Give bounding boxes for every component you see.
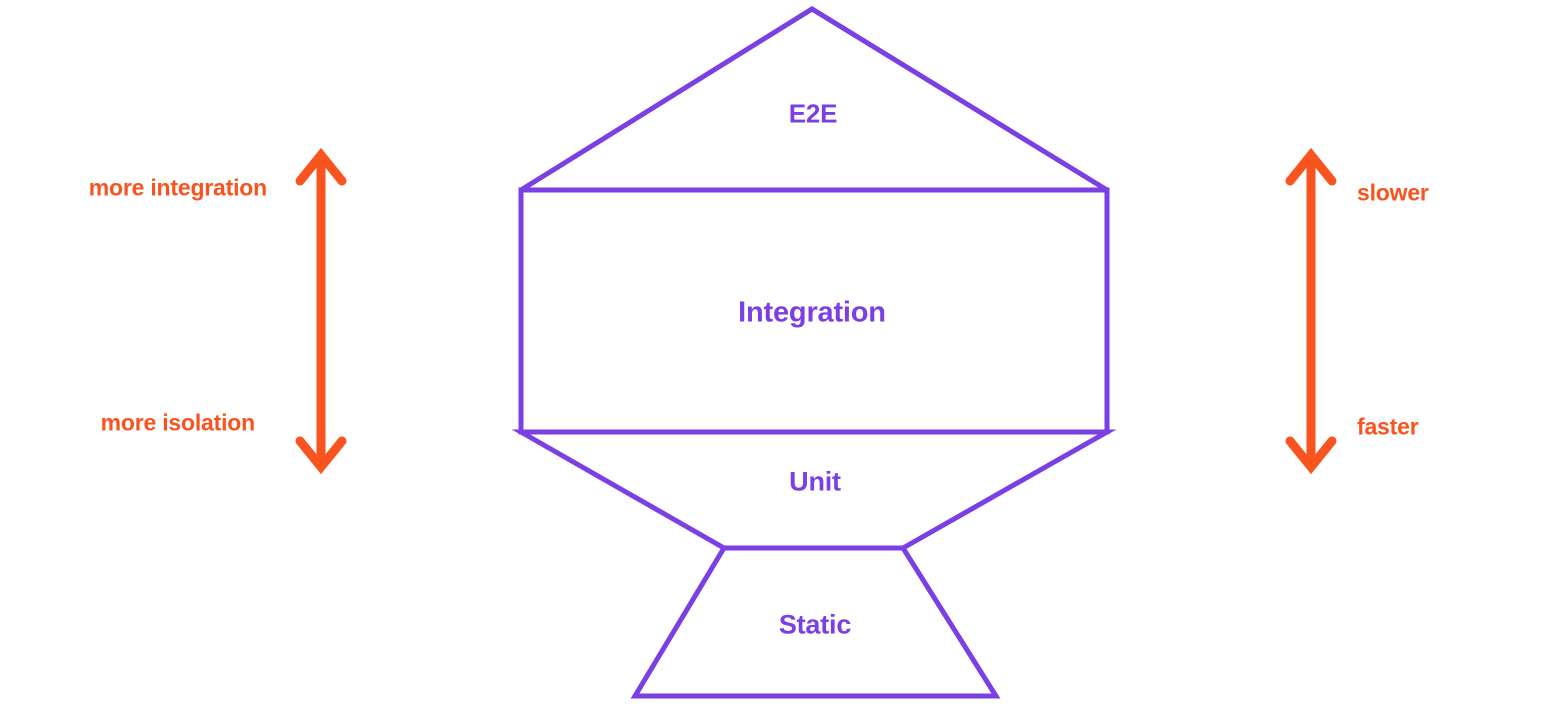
tier-label-static: Static — [778, 609, 852, 640]
axis-label-faster: faster — [1357, 413, 1419, 440]
tier-label-e2e: E2E — [788, 98, 838, 129]
static-trapezoid-shape[interactable] — [630, 545, 1001, 699]
axis-label-more-isolation: more isolation — [100, 409, 256, 436]
e2e-triangle-shape[interactable] — [519, 6, 1109, 193]
axis-label-slower: slower — [1357, 179, 1429, 206]
tier-label-unit: Unit — [789, 466, 841, 497]
axis-label-more-integration: more integration — [88, 174, 267, 201]
left-double-arrow-icon — [295, 147, 347, 475]
right-double-arrow-icon — [1285, 147, 1337, 475]
tier-label-integration: Integration — [738, 296, 886, 329]
